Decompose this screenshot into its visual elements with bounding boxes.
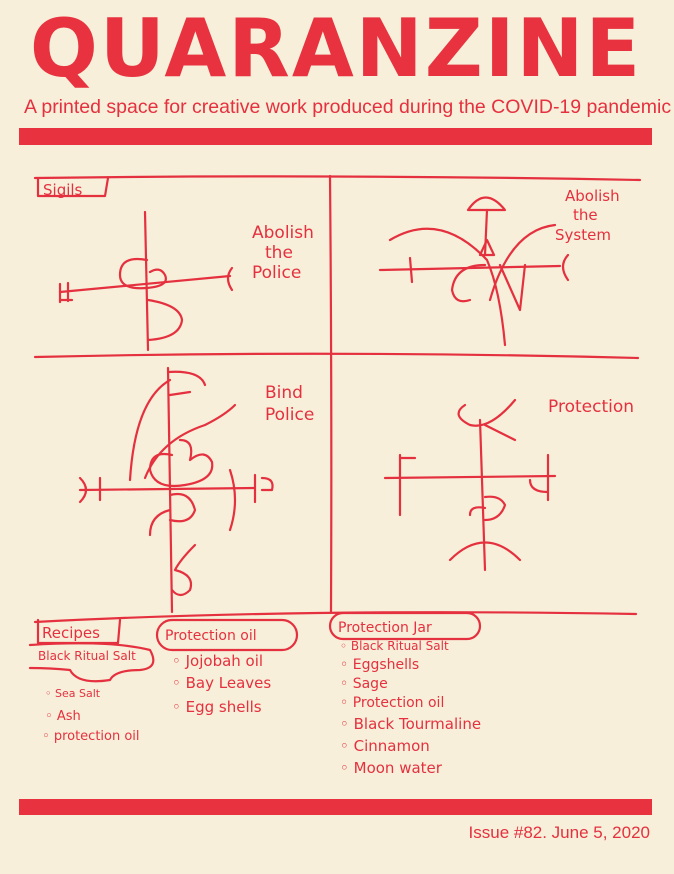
recipe-item: ◦ protection oil	[42, 729, 140, 744]
sigil-label-line: Police	[265, 405, 314, 425]
recipe-item: ◦ Ash	[45, 709, 81, 724]
sigil-label-line: Protection	[548, 397, 634, 417]
grid-line-vertical	[328, 174, 333, 614]
zine-subtitle: A printed space for creative work produc…	[24, 96, 672, 118]
sigil-bind-police	[78, 366, 274, 614]
recipe-item: ◦ Egg shells	[172, 698, 262, 716]
recipe-item: ◦ Black Tourmaline	[340, 715, 481, 733]
sigil-label-line: Bind	[265, 383, 303, 403]
recipe-title-bubble	[28, 642, 155, 683]
recipe-title-bubble	[328, 611, 482, 641]
sigil-abolish-the-police	[58, 210, 234, 352]
recipe-title: Protection oil	[165, 628, 257, 644]
sigil-label-line: the	[573, 206, 598, 224]
sigil-label-line: Police	[252, 263, 301, 283]
recipe-title: Black Ritual Salt	[38, 649, 136, 663]
sigil-label-line: the	[265, 243, 293, 263]
grid-line-middle	[33, 352, 640, 360]
grid-line-top	[33, 175, 642, 182]
recipe-item: ◦ Moon water	[340, 759, 443, 777]
grid-line-bottom	[33, 611, 638, 624]
zine-title: QUARANZINE	[29, 2, 643, 95]
sigil-label-line: Abolish	[252, 223, 314, 243]
header-divider-bar	[19, 128, 652, 145]
recipe-item: ◦ Black Ritual Salt	[340, 639, 449, 653]
sigil-label-line: System	[555, 226, 611, 244]
recipe-item: ◦ Eggshells	[340, 657, 419, 673]
issue-info: Issue #82. June 5, 2020	[468, 823, 650, 842]
sigil-protection	[383, 398, 557, 572]
recipe-item: ◦ Cinnamon	[340, 737, 430, 755]
sigils-heading: Sigils	[43, 181, 83, 199]
recipe-item: ◦ Sage	[340, 676, 388, 692]
recipe-title-bubble	[155, 618, 299, 652]
sigils-heading-box	[36, 176, 110, 198]
recipe-item: ◦ Sea Salt	[45, 687, 101, 700]
recipe-item: ◦ Bay Leaves	[172, 674, 271, 692]
recipes-heading: Recipes	[42, 624, 100, 642]
footer-divider-bar	[19, 799, 652, 815]
sigil-abolish-the-system	[378, 196, 570, 347]
recipe-title: Protection Jar	[338, 620, 432, 636]
recipe-item: ◦ Jojobah oil	[172, 652, 263, 670]
recipe-item: ◦ Protection oil	[340, 695, 444, 711]
sigil-label-line: Abolish	[565, 187, 620, 205]
